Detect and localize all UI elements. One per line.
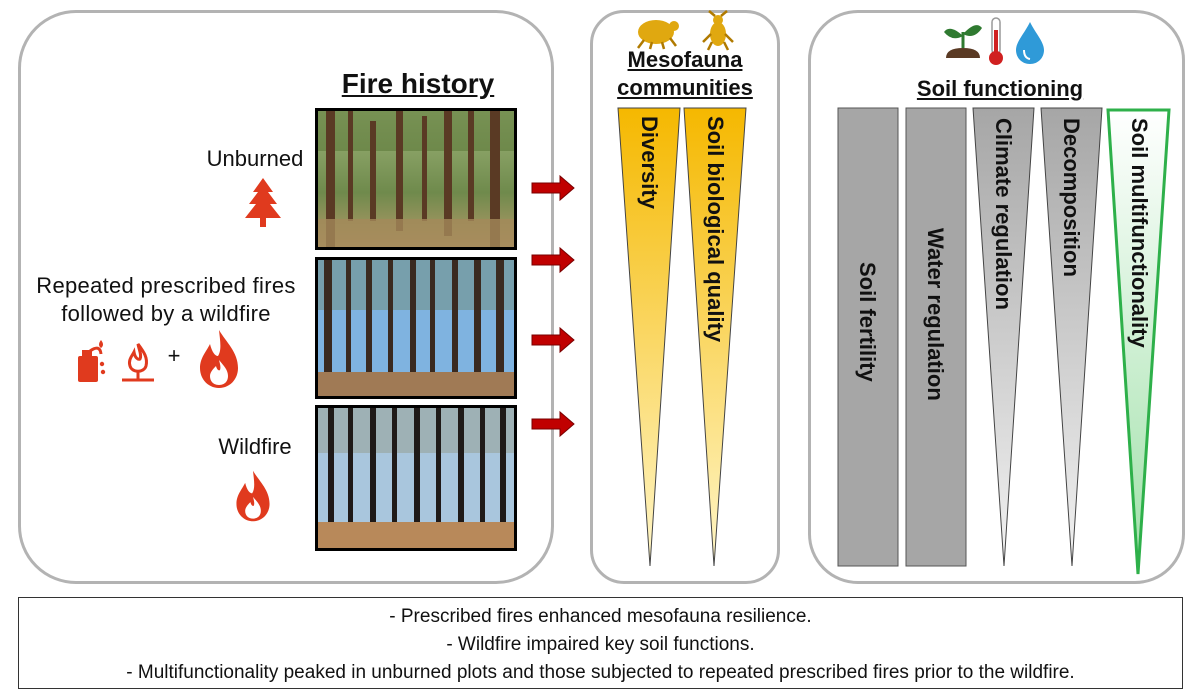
decomposition-wedge — [1040, 107, 1103, 567]
conclusion-line: - Multifunctionality peaked in unburned … — [126, 662, 1075, 683]
wildfire-flame-icon — [236, 470, 270, 522]
arrow-icon — [531, 175, 575, 202]
unburned-forest-photo — [315, 108, 517, 250]
decomposition-label-box: Decomposition — [1056, 118, 1086, 318]
water-regulation-label-box: Water regulation — [920, 228, 950, 448]
wildfire-forest-photo — [315, 405, 517, 551]
biological-quality-label: Soil biological quality — [703, 116, 728, 343]
climate-regulation-label: Climate regulation — [991, 118, 1016, 310]
tree-icon — [245, 178, 281, 227]
mite-icon — [637, 20, 679, 50]
wildfire-label: Wildfire — [218, 434, 292, 459]
arrow-icon — [531, 326, 575, 354]
water-drop-icon — [1016, 22, 1044, 64]
arrows-group — [531, 175, 575, 438]
thermometer-icon — [989, 17, 1003, 65]
repeated-fires-forest-photo — [315, 257, 517, 399]
soil-fertility-label-box: Soil fertility — [852, 262, 882, 422]
multifunctionality-label: Soil multifunctionality — [1127, 118, 1152, 348]
mesofauna-wedges — [617, 107, 747, 567]
plant-icon — [944, 25, 982, 58]
diversity-wedge — [617, 107, 681, 567]
springtail-icon — [702, 10, 734, 51]
water-regulation-bar — [905, 107, 967, 567]
diversity-label: Diversity — [637, 116, 662, 209]
conclusion-line: - Wildfire impaired key soil functions. — [446, 634, 755, 655]
conclusion-line: - Prescribed fires enhanced mesofauna re… — [389, 606, 812, 627]
mesofauna-title-line1: Mesofauna — [627, 47, 743, 72]
conclusions-box: - Prescribed fires enhanced mesofauna re… — [18, 597, 1183, 689]
climate-regulation-wedge — [972, 107, 1035, 567]
diversity-label-box: Diversity — [634, 116, 662, 236]
water-regulation-label: Water regulation — [923, 228, 948, 401]
repeated-fires-label: Repeated prescribed fires followed by a … — [18, 272, 314, 328]
drip-torch-icon — [78, 340, 106, 382]
multifunctionality-label-box: Soil multifunctionality — [1124, 118, 1154, 418]
mesofauna-title-line2: communities — [617, 75, 753, 100]
repeated-fires-label-line2: followed by a wildfire — [61, 301, 271, 326]
soil-functioning-title: Soil functioning — [916, 76, 1084, 101]
flame-icon — [200, 330, 238, 388]
soil-fertility-bar — [837, 107, 899, 567]
repeated-fires-label-line1: Repeated prescribed fires — [36, 273, 296, 298]
plus-sign: + — [167, 343, 181, 368]
fire-history-title: Fire history — [341, 68, 495, 99]
arrow-icon — [531, 410, 575, 438]
decomposition-label: Decomposition — [1059, 118, 1084, 277]
biological-quality-label-box: Soil biological quality — [700, 116, 728, 406]
soil-function-shapes — [837, 107, 1171, 575]
mesofauna-title: Mesofauna communities — [600, 46, 770, 102]
multifunctionality-wedge — [1106, 108, 1171, 575]
prescribed-fire-icon — [122, 343, 154, 382]
soil-fertility-label: Soil fertility — [855, 262, 880, 382]
mesofauna-panel — [590, 10, 780, 584]
unburned-label: Unburned — [206, 146, 304, 171]
biological-quality-wedge — [683, 107, 747, 567]
climate-regulation-label-box: Climate regulation — [988, 118, 1018, 358]
arrow-icon — [531, 246, 575, 274]
